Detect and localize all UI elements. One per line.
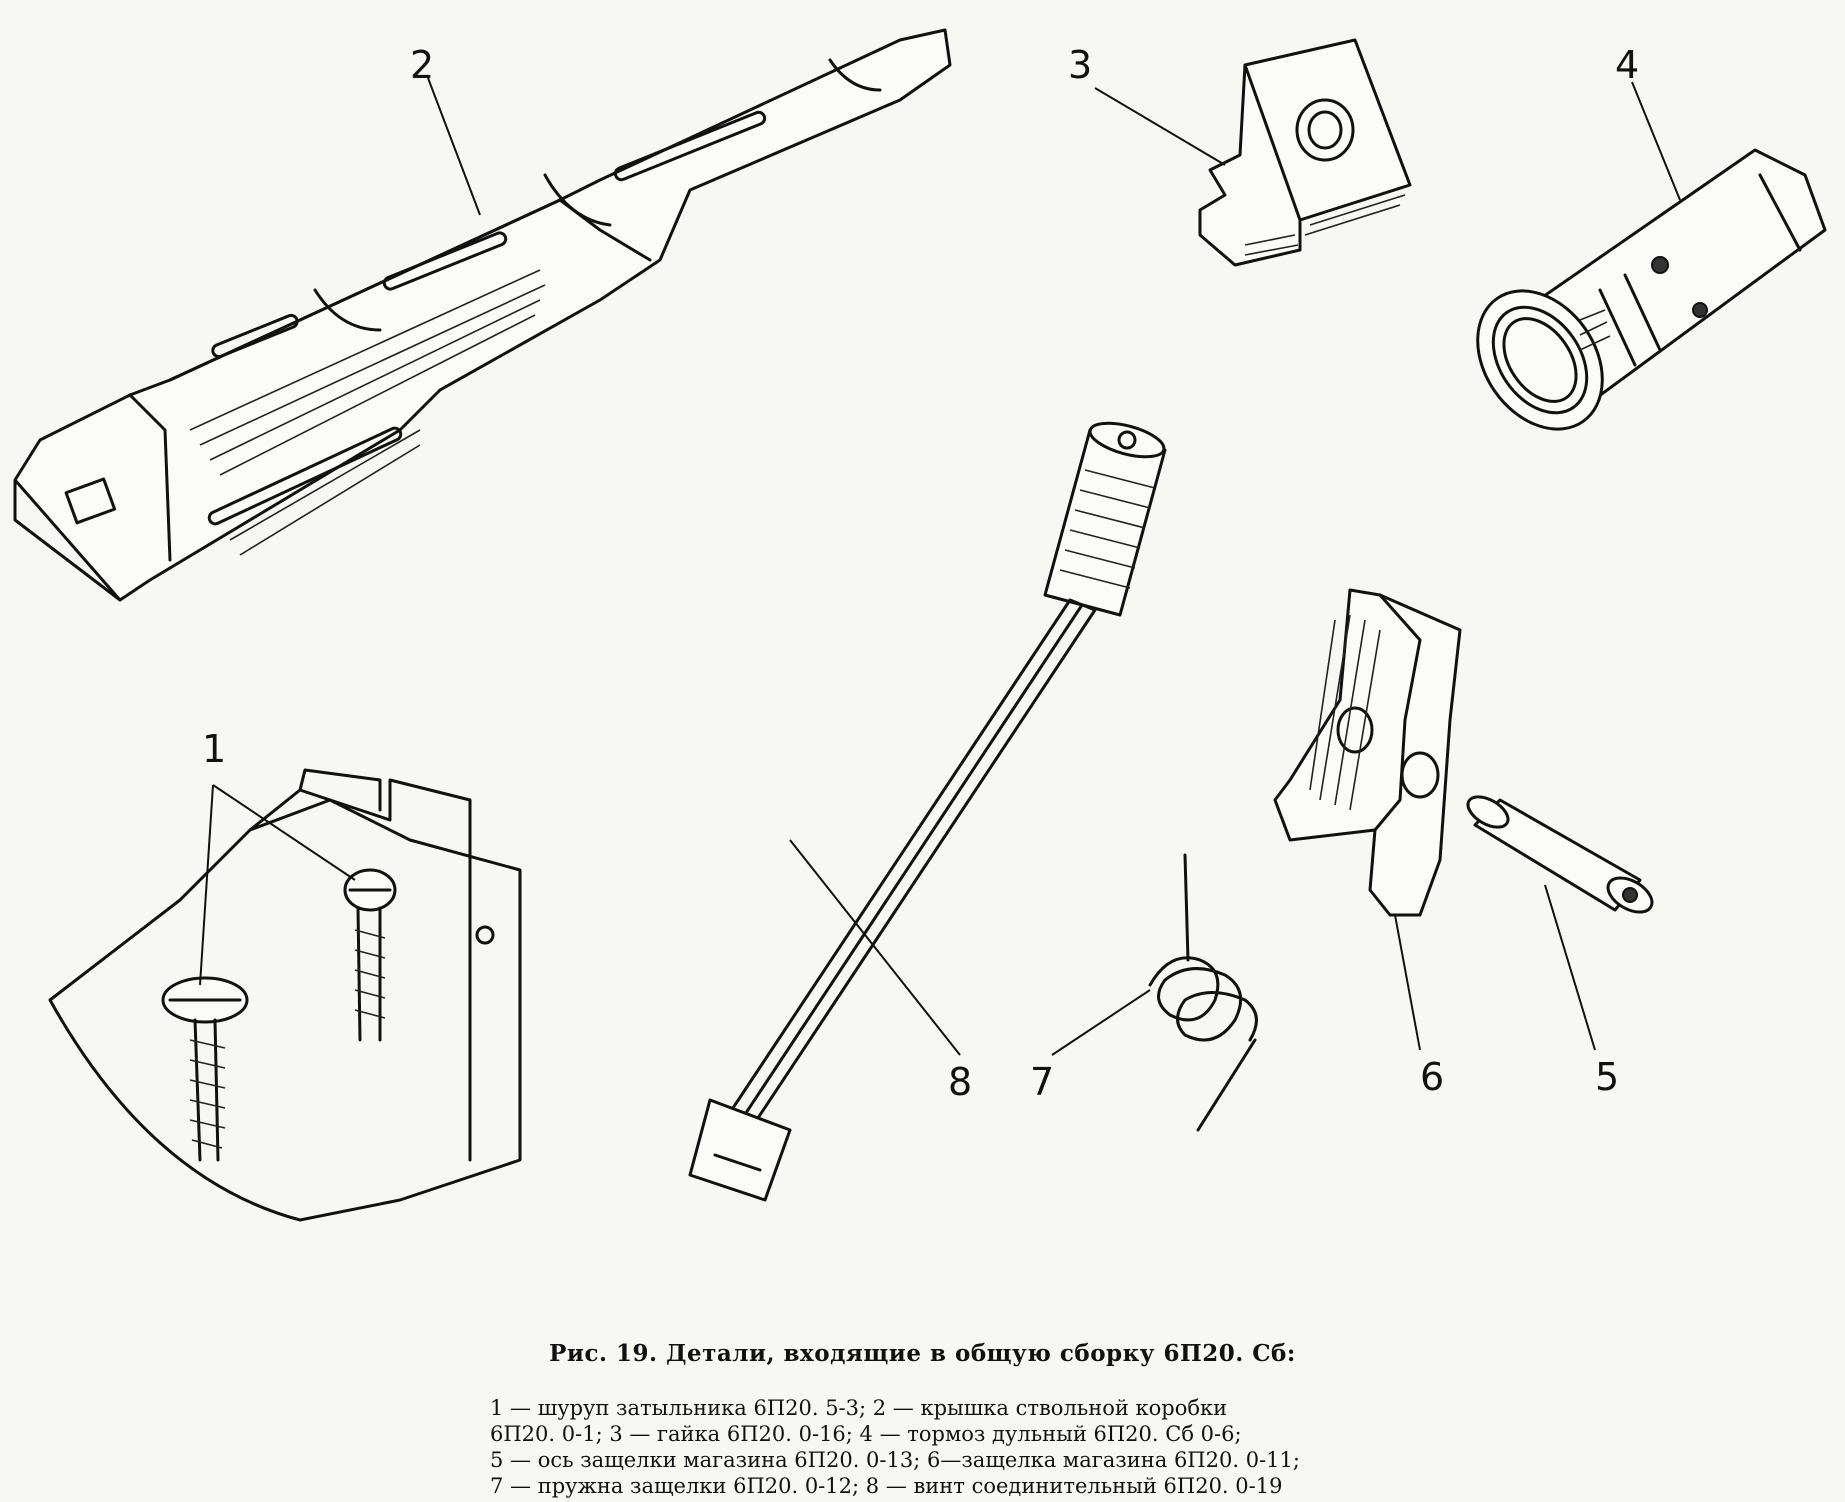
callout-8: 8 bbox=[948, 1060, 972, 1104]
caption-line: 7 — пружна защелки 6П20. 0-12; 8 — винт … bbox=[490, 1474, 1283, 1498]
muzzle-brake-part-4 bbox=[1476, 148, 1827, 431]
callout-6: 6 bbox=[1420, 1055, 1444, 1099]
caption-line: 1 — шуруп затыльника 6П20. 5-3; 2 — крыш… bbox=[490, 1396, 1228, 1420]
figure-caption: Рис. 19. Детали, входящие в общую сборку… bbox=[0, 1340, 1845, 1367]
butt-plate-screws-part-1 bbox=[48, 768, 522, 1222]
connecting-screw-part-8 bbox=[688, 421, 1167, 1202]
parts-diagram: 2 3 4 1 8 7 6 5 bbox=[13, 28, 1827, 1222]
callout-3: 3 bbox=[1068, 43, 1092, 87]
callout-1: 1 bbox=[202, 727, 226, 771]
caption-line: 6П20. 0-1; 3 — гайка 6П20. 0-16; 4 — тор… bbox=[490, 1422, 1242, 1446]
magazine-latch-part-6 bbox=[1273, 588, 1462, 917]
callout-7: 7 bbox=[1030, 1060, 1054, 1104]
callout-5: 5 bbox=[1595, 1055, 1619, 1099]
callout-2: 2 bbox=[410, 43, 434, 87]
receiver-cover-part-2 bbox=[13, 28, 952, 602]
nut-part-3 bbox=[1198, 38, 1412, 267]
caption-title: Рис. 19. Детали, входящие в общую сборку… bbox=[549, 1340, 1296, 1367]
leader-lines bbox=[199, 77, 1681, 1056]
caption-legend: 1 — шуруп затыльника 6П20. 5-3; 2 — крыш… bbox=[490, 1395, 1350, 1499]
caption-line: 5 — ось защелки магазина 6П20. 0-13; 6—з… bbox=[490, 1448, 1300, 1472]
callout-4: 4 bbox=[1615, 43, 1639, 87]
latch-spring-part-7 bbox=[1148, 853, 1258, 1132]
latch-axis-part-5 bbox=[1466, 795, 1654, 914]
